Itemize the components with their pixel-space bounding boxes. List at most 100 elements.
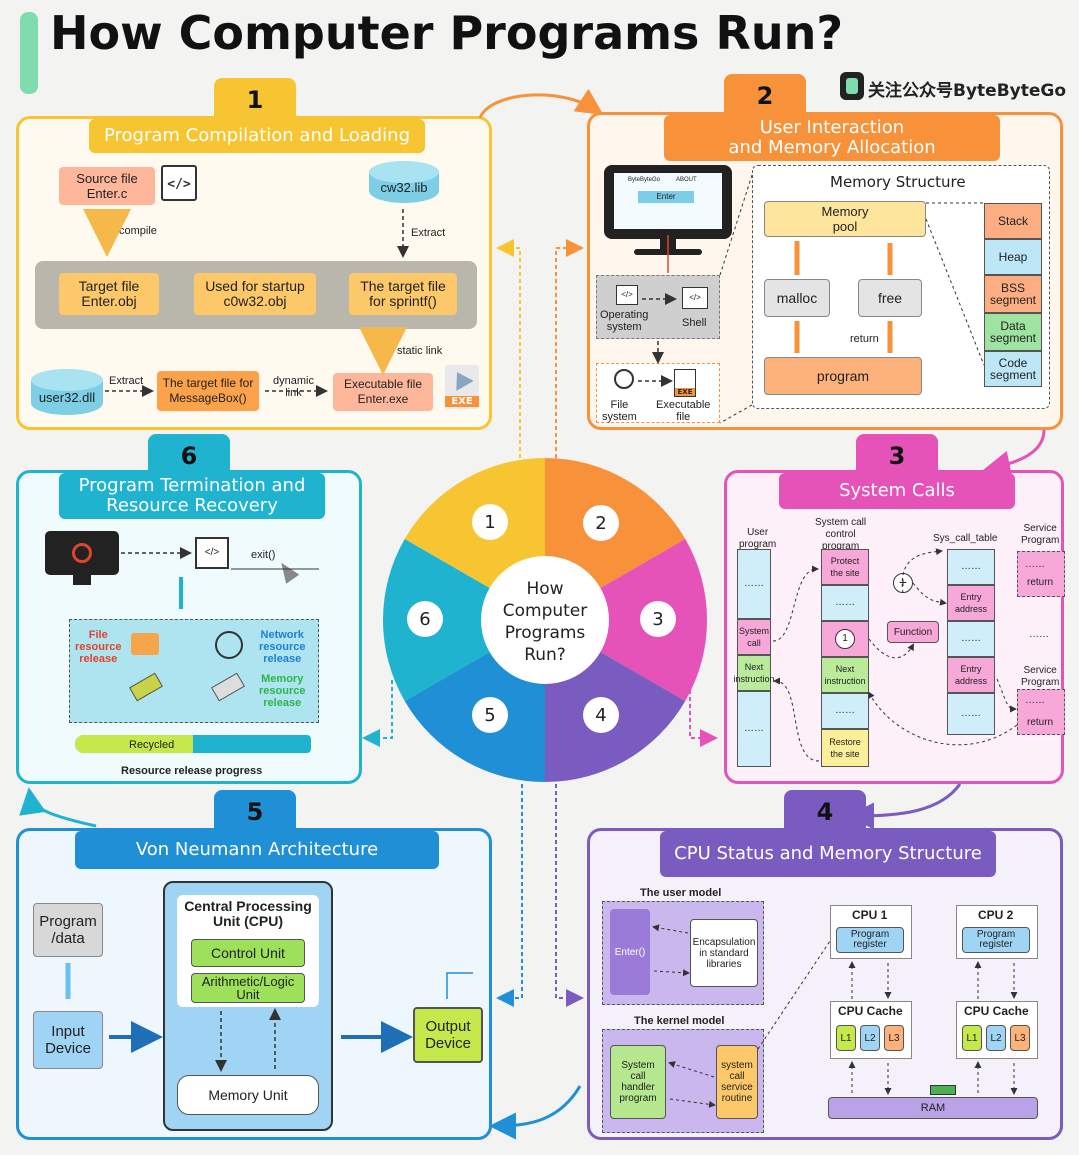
user-program-column: …… System call Next instruction …… (733, 549, 775, 767)
recycled-label: Recycled (129, 739, 175, 751)
panel6-title: Program Termination and Resource Recover… (59, 473, 325, 519)
next-instruction-cell-2: Next instruction (821, 657, 869, 693)
memory-structure-title: Memory Structure (830, 173, 966, 191)
table-cell: …… (947, 693, 995, 735)
memory-pool: Memory pool (764, 201, 926, 237)
sys-call-table-label: Sys_call_table (933, 533, 998, 544)
program-data-box: Program /data (33, 903, 103, 957)
sys-call-table-column: …… Entry address …… Entry address …… (947, 549, 995, 735)
source-file-box: Source file Enter.c (59, 167, 155, 205)
power-monitor-icon (45, 531, 119, 585)
service-box-2 (1017, 689, 1065, 735)
entry-address-cell-2: Entry address (947, 657, 995, 693)
wheel-number: 1 (472, 504, 508, 540)
brand-label: 关注公众号ByteByteGo (868, 81, 1067, 101)
panel3-arrows (772, 548, 1018, 762)
exec-file-icon: EXE (674, 369, 696, 397)
panel5-title: Von Neumann Architecture (75, 831, 439, 869)
progress-bar (75, 735, 311, 753)
col-cell: …… (737, 549, 771, 619)
cpu1-cache-label: CPU Cache (838, 1004, 903, 1018)
enter-function-box: Enter() (610, 909, 650, 995)
monitor-icon: ByteByteGo ABOUT Enter (604, 165, 732, 255)
progress-label: Resource release progress (121, 765, 263, 777)
col-cell: …… (821, 693, 869, 729)
wheel-number: 5 (472, 697, 508, 733)
exe-icon-label: EXE (445, 396, 479, 407)
input-device-box: Input Device (33, 1011, 103, 1069)
col-cell: …… (821, 585, 869, 621)
network-icon (215, 631, 243, 659)
cw32-lib-cylinder: cw32.lib (369, 161, 439, 203)
service-dots: …… (1025, 559, 1045, 570)
cpu1-label: CPU 1 (852, 908, 888, 922)
ram-bar: RAM (828, 1097, 1038, 1119)
function-box: Function (887, 621, 939, 643)
protect-cell: Protect the site (821, 549, 869, 585)
screen-enter-button: Enter (638, 191, 694, 203)
user-program-label: User program (739, 527, 777, 550)
cpu2-program-register: Program register (962, 927, 1030, 953)
cpu2-l2: L2 (986, 1025, 1006, 1051)
target-enter-obj: Target file Enter.obj (59, 273, 159, 315)
cpu1-l1: L1 (836, 1025, 856, 1051)
panel4-arrows (652, 924, 1018, 1108)
cpu1-l2: L2 (860, 1025, 880, 1051)
segment-item: Stack (984, 203, 1042, 239)
user-model-label: The user model (640, 887, 722, 899)
output-device-box: Output Device (413, 1007, 483, 1063)
kernel-model-label: The kernel model (634, 1015, 725, 1027)
exit-code-icon: </> (195, 537, 229, 569)
messagebox-target: The target file for MessageBox() (157, 371, 259, 411)
shell-label: Shell (682, 317, 707, 329)
service-program-label: Service Program (1021, 523, 1060, 546)
panel1-number: 1 (214, 78, 296, 122)
service-return-1: return (1027, 577, 1054, 588)
service-return-2: return (1027, 717, 1054, 728)
screen-about: ABOUT (676, 177, 697, 183)
wheel-number: 3 (640, 601, 676, 637)
extract2-label: Extract (109, 375, 144, 387)
table-cell: …… (947, 621, 995, 657)
wheel-number: 4 (583, 697, 619, 733)
panel4: CPU Status and Memory Structure The user… (587, 828, 1063, 1140)
net-release-label: Network resource release (259, 629, 306, 665)
cpu1-program-register: Program register (836, 927, 904, 953)
file-release-label: File resource release (75, 629, 122, 665)
panel6-arrows (121, 547, 319, 609)
service-routine-box: system call service routine (716, 1045, 758, 1119)
panel2-number: 2 (724, 74, 806, 118)
cpu1-l3: L3 (884, 1025, 904, 1051)
target-c0w32-obj: Used for startup c0w32.obj (194, 273, 316, 315)
ram-chip-icon (930, 1085, 956, 1095)
os-icon: </> (616, 285, 638, 305)
code-file-icon: </> (161, 165, 197, 201)
wheel-slice (545, 539, 707, 701)
panel1: Program Compilation and Loading Source f… (16, 116, 492, 430)
progress-fill (75, 735, 193, 753)
extract-label: Extract (411, 227, 446, 239)
exit-label: exit() (251, 549, 276, 561)
panel2: User Interaction and Memory Allocation B… (587, 112, 1063, 430)
segment-item: Data segment (984, 313, 1042, 351)
cpu-title: Central Processing Unit (CPU) (184, 898, 312, 929)
panel3: System Calls User program System call co… (724, 470, 1065, 784)
step-one-badge: 1 (835, 629, 855, 649)
user32-dll-label: user32.dll (38, 389, 96, 405)
service-mid-dots: …… (1029, 629, 1049, 640)
control-program-column: Protect the site …… 1 Next instruction …… (821, 549, 869, 767)
control-unit-box: Control Unit (191, 939, 305, 967)
panel2-title: User Interaction and Memory Allocation (664, 115, 1000, 161)
wheel-number: 6 (407, 601, 443, 637)
segment-item: BSS segment (984, 275, 1042, 313)
panel1-arrows (83, 209, 409, 397)
resource-release-area (69, 619, 319, 723)
title-accent (20, 12, 38, 94)
cpu2-l1: L1 (962, 1025, 982, 1051)
cpu2-label: CPU 2 (978, 908, 1014, 922)
segment-item: Heap (984, 239, 1042, 275)
sccp-label: System call control program (815, 517, 867, 552)
service-box-1 (1017, 551, 1065, 597)
panel5-number: 5 (214, 790, 296, 834)
